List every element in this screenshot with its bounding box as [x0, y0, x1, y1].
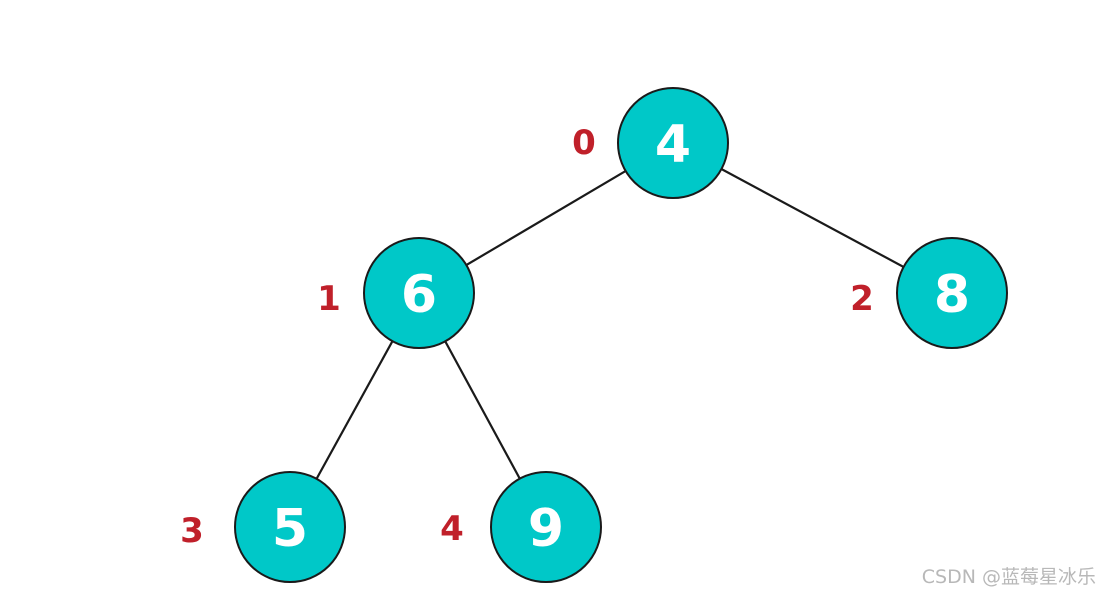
node-value: 4 — [655, 115, 691, 175]
index-labels-layer: 0 1 2 3 4 — [180, 123, 874, 551]
node-circle — [490, 471, 602, 583]
index-label-2: 2 — [850, 279, 874, 319]
index-label-1: 1 — [317, 279, 341, 319]
node-value: 9 — [528, 499, 564, 559]
node-circle — [896, 237, 1008, 349]
nodes-layer: 4 6 8 5 9 — [234, 87, 1008, 583]
index-label-3: 3 — [180, 511, 204, 551]
tree-node-6: 6 — [363, 237, 475, 349]
index-label-0: 0 — [572, 123, 596, 163]
watermark: CSDN @蓝莓星冰乐 — [921, 566, 1096, 588]
node-value: 8 — [934, 265, 970, 325]
tree-node-8: 8 — [896, 237, 1008, 349]
node-circle — [234, 471, 346, 583]
node-circle — [617, 87, 729, 199]
node-circle — [363, 237, 475, 349]
index-label-4: 4 — [440, 509, 464, 549]
tree-node-5: 5 — [234, 471, 346, 583]
node-value: 5 — [272, 499, 308, 559]
tree-node-4: 4 — [617, 87, 729, 199]
tree-node-9: 9 — [490, 471, 602, 583]
node-value: 6 — [401, 265, 437, 325]
